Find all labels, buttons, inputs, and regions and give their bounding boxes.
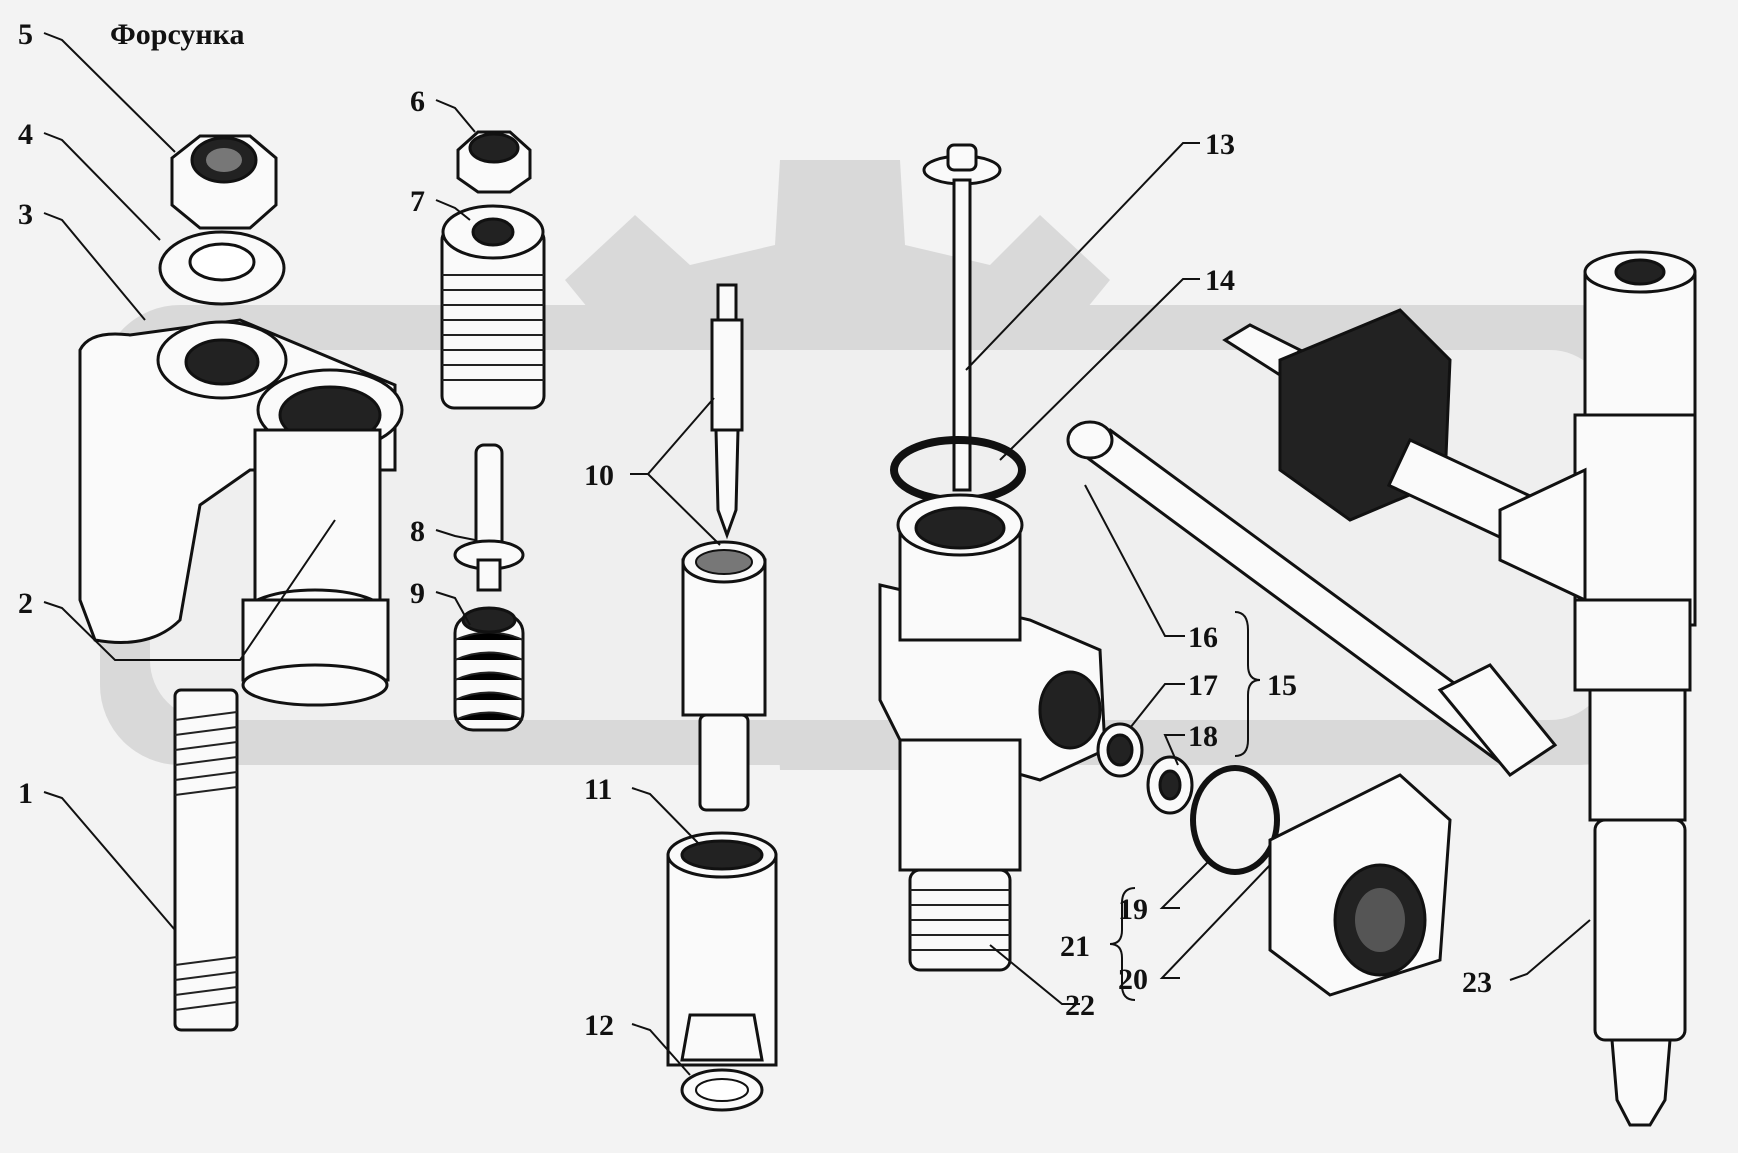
label-21: 21: [1060, 930, 1090, 963]
label-13: 13: [1205, 128, 1235, 161]
part-stud-1: [173, 688, 239, 1032]
label-18: 18: [1188, 720, 1218, 753]
label-11: 11: [584, 773, 612, 806]
label-22: 22: [1065, 989, 1095, 1022]
label-14: 14: [1205, 264, 1235, 297]
part-body-22: [878, 493, 1107, 972]
label-1: 1: [18, 777, 33, 810]
leader-lines: [43, 32, 1591, 1076]
label-10: 10: [584, 459, 614, 492]
label-17: 17: [1188, 669, 1218, 702]
part-filter-tube-16: [1066, 420, 1558, 778]
label-5: 5: [18, 18, 33, 51]
part-banjo-20: [1268, 773, 1452, 997]
part-screw-8: [453, 443, 525, 592]
part-nozzle-nut-11: [666, 831, 778, 1067]
part-nozzle-10: [681, 283, 767, 812]
label-15: 15: [1267, 669, 1297, 702]
part-clamp-2: [78, 318, 404, 707]
part-spring-9: [453, 606, 525, 732]
label-16: 16: [1188, 621, 1218, 654]
part-washer-18: [1146, 755, 1194, 815]
diagram-title: Форсунка: [110, 18, 245, 51]
label-8: 8: [410, 515, 425, 548]
part-sleeve-7: [440, 204, 546, 410]
label-12: 12: [584, 1009, 614, 1042]
label-7: 7: [410, 185, 425, 218]
label-23: 23: [1462, 966, 1492, 999]
label-2: 2: [18, 587, 33, 620]
label-3: 3: [18, 198, 33, 231]
part-washer-4: [158, 230, 286, 306]
label-20: 20: [1118, 963, 1148, 996]
part-nut-5: [170, 134, 278, 230]
part-nut-17: [1096, 722, 1144, 778]
part-washer-12: [680, 1068, 764, 1112]
label-9: 9: [410, 577, 425, 610]
part-gasket-19: [1190, 765, 1280, 875]
label-4: 4: [18, 118, 33, 151]
callout-labels: 5 4 3 2 1 6 7 8 9 10 11 12 13 14 16 17 1…: [18, 18, 1492, 1042]
label-6: 6: [410, 85, 425, 118]
part-rod-13: [922, 143, 1002, 492]
label-19: 19: [1118, 893, 1148, 926]
part-cap-nut-6: [456, 130, 532, 194]
part-injector-23: [1498, 250, 1697, 1127]
